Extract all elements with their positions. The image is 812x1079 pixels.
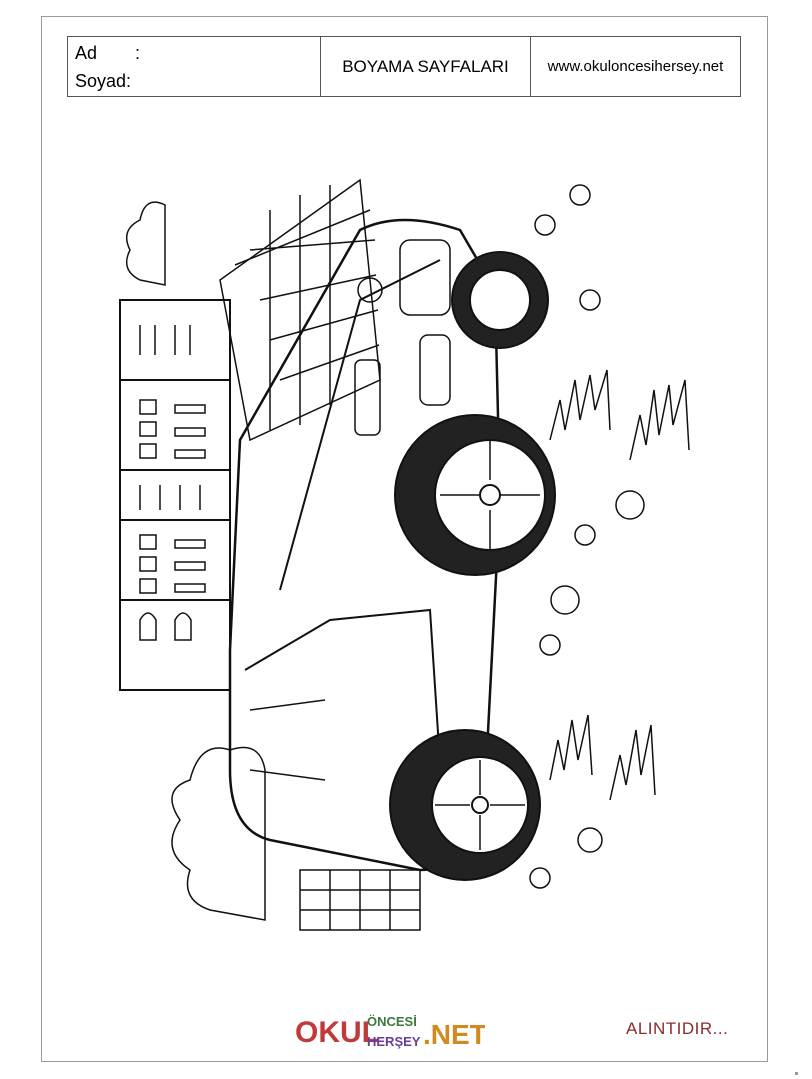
logo-word-okul: OKUL — [295, 1016, 380, 1049]
page-frame — [41, 16, 768, 1062]
flower-icon — [529, 184, 645, 889]
front-left-wheel — [394, 414, 556, 576]
header-table: Ad : Soyad: BOYAMA SAYFALARI www.okulonc… — [67, 36, 741, 97]
surname-label: Soyad: — [75, 70, 132, 91]
page-title: BOYAMA SAYFALARI — [320, 36, 531, 97]
name-cell[interactable]: Ad : Soyad: — [67, 36, 321, 97]
surname-row: Soyad: — [75, 67, 320, 95]
brick-wall — [219, 178, 421, 931]
logo-word-oncesi: ÖNCESİ — [367, 1014, 417, 1029]
rear-wheel — [389, 729, 541, 881]
website-link[interactable]: www.okuloncesihersey.net — [530, 36, 741, 97]
logo-word-hersey: HERŞEY — [367, 1034, 421, 1049]
site-logo: OKUL ÖNCESİ HERŞEY .NET — [295, 1014, 485, 1050]
car-coloring-illustration — [119, 178, 690, 931]
corner-mark — [795, 1072, 798, 1075]
grass-icon — [549, 369, 690, 801]
credit-text: ALINTIDIR... — [626, 1019, 729, 1038]
cloud-icon — [125, 201, 166, 286]
name-label: Ad — [75, 42, 98, 63]
cloud-icon — [171, 746, 266, 921]
building-icon — [119, 299, 231, 691]
name-colon: : — [135, 42, 141, 63]
name-row: Ad : — [75, 39, 320, 67]
front-right-wheel — [451, 251, 549, 349]
logo-word-net: .NET — [423, 1019, 485, 1050]
